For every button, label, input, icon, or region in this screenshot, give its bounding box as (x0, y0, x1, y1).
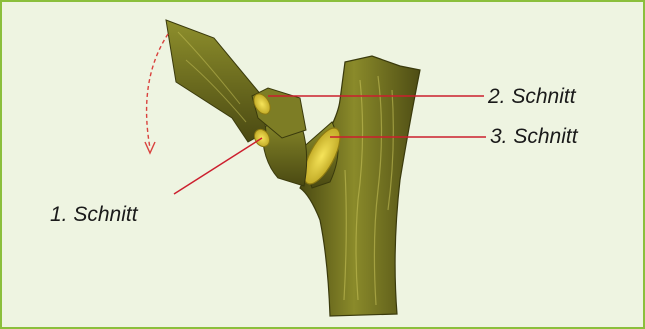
label-cut-1: 1. Schnitt (50, 204, 138, 225)
falling-branch (166, 20, 266, 142)
label-cut-3: 3. Schnitt (490, 126, 578, 147)
arrow-head-icon (145, 142, 155, 153)
dashed-arrow-curve-icon (147, 34, 168, 148)
leader-line-cut-1 (174, 138, 262, 194)
label-cut-2: 2. Schnitt (488, 86, 576, 107)
